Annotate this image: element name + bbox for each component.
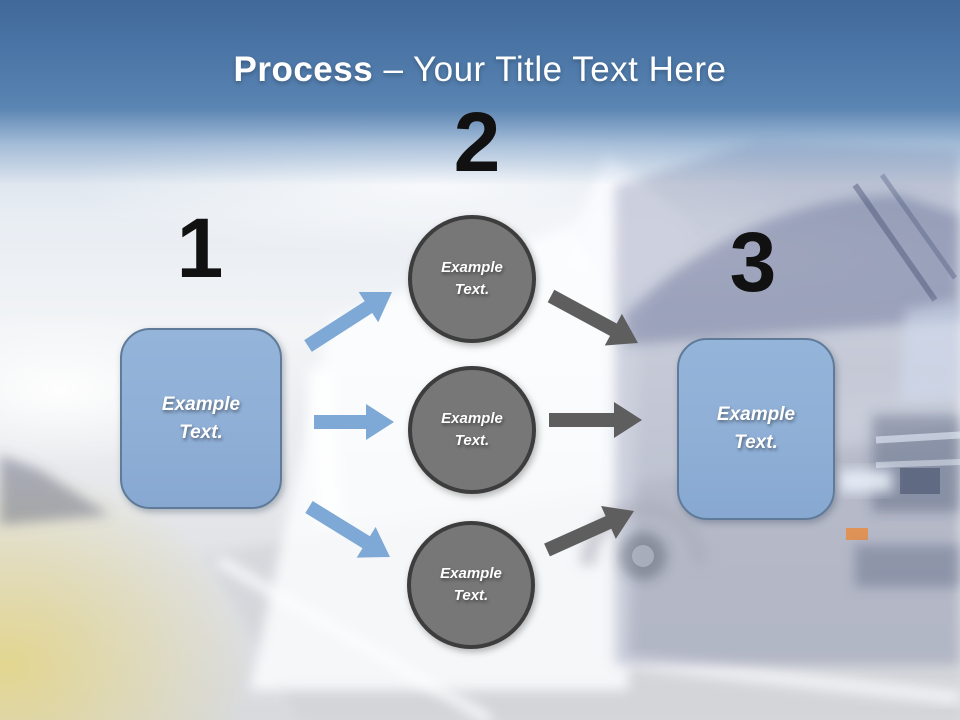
process-step2-circle-2-label: Example Text. [441,410,503,449]
grille-slat-2 [875,459,960,468]
process-step1-label: Example Text. [161,393,241,443]
mirror-arm-2 [879,173,958,280]
process-step2-circle-1-label: Example Text. [441,259,503,298]
step-number-3: 3 [729,215,777,309]
process-step1-box: Example Text. [120,328,282,509]
grille-slat [875,431,960,444]
mirror-arm [852,183,938,302]
step-number-1: 1 [176,201,224,295]
headlight [840,470,892,492]
headlight-housing [900,468,940,494]
truck-cab-roof [625,195,960,345]
process-step2-circle-3: Example Text. [407,521,535,649]
wheel-hub [632,545,654,567]
process-step2-circle-1: Example Text. [408,215,536,343]
process-step2-circle-2: Example Text. [408,366,536,494]
process-step3-label: Example Text. [716,404,796,453]
windshield [900,300,960,402]
bumper [855,545,960,587]
slide-title-rest: – Your Title Text Here [383,50,727,89]
process-step2-circle-3-label: Example Text. [440,565,502,604]
process-step3-box: Example Text. [677,338,835,520]
hill-silhouette [0,455,110,525]
slide-title-emphasis: Process [233,50,374,89]
road-shoulder-line [619,653,960,705]
step-number-2: 2 [453,95,501,189]
turn-indicator [846,528,868,540]
title-banner [0,0,960,185]
slide-title: Process – Your Title Text Here [0,50,960,90]
